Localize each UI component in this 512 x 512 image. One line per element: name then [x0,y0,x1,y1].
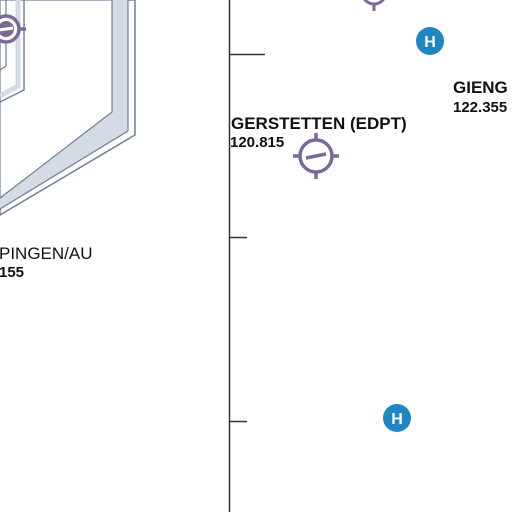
airfield-name-pingen-au: PINGEN/AU [0,244,93,263]
airfield-name-gerstetten: GERSTETTEN (EDPT) [231,114,407,133]
heliport-icon[interactable]: H [416,27,444,55]
airfield-frequency-gerstetten: 120.815 [230,134,285,151]
svg-text:H: H [424,34,436,51]
airfield-icon[interactable] [0,14,26,44]
airspace-boundary [0,0,136,216]
airfield-frequency-pingen-au: 155 [0,264,25,281]
heliport-icon[interactable]: H [383,404,411,432]
svg-text:H: H [391,411,403,428]
airfield-icon[interactable] [362,0,386,11]
airfield-frequency-giengen: 122.355 [453,99,508,116]
airfield-icon[interactable] [293,133,339,179]
airfield-name-giengen: GIENG [453,78,508,97]
scale-line [228,0,265,512]
